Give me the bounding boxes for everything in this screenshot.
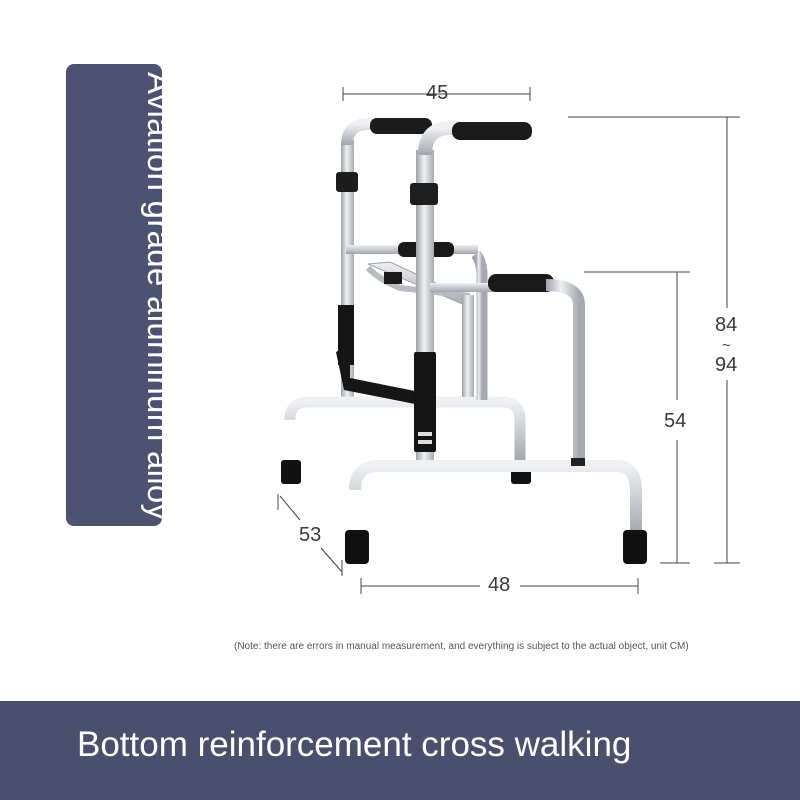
- side-label-panel: Aviation grade aluminum alloy: [66, 64, 178, 526]
- dim-total-height-sep: ~: [722, 337, 731, 354]
- dim-depth: 53: [299, 524, 322, 546]
- dim-total-height-top: 84: [715, 314, 738, 336]
- walker-image: [277, 87, 740, 594]
- measurement-note: (Note: there are errors in manual measur…: [234, 641, 689, 652]
- dimension-lines: [277, 87, 740, 594]
- footer-banner: Bottom reinforcement cross walking: [0, 701, 800, 800]
- walker-front-frame: [345, 121, 647, 564]
- dim-total-height-bottom: 94: [715, 354, 738, 376]
- dim-top-width: 45: [426, 82, 449, 104]
- footer-text: Bottom reinforcement cross walking: [77, 725, 632, 764]
- walker-back-frame: [281, 118, 531, 484]
- dim-armrest-height: 54: [664, 410, 687, 432]
- product-illustration: 45 84 ~ 94 54 53 48: [277, 82, 740, 596]
- dim-bottom-width: 48: [488, 574, 511, 596]
